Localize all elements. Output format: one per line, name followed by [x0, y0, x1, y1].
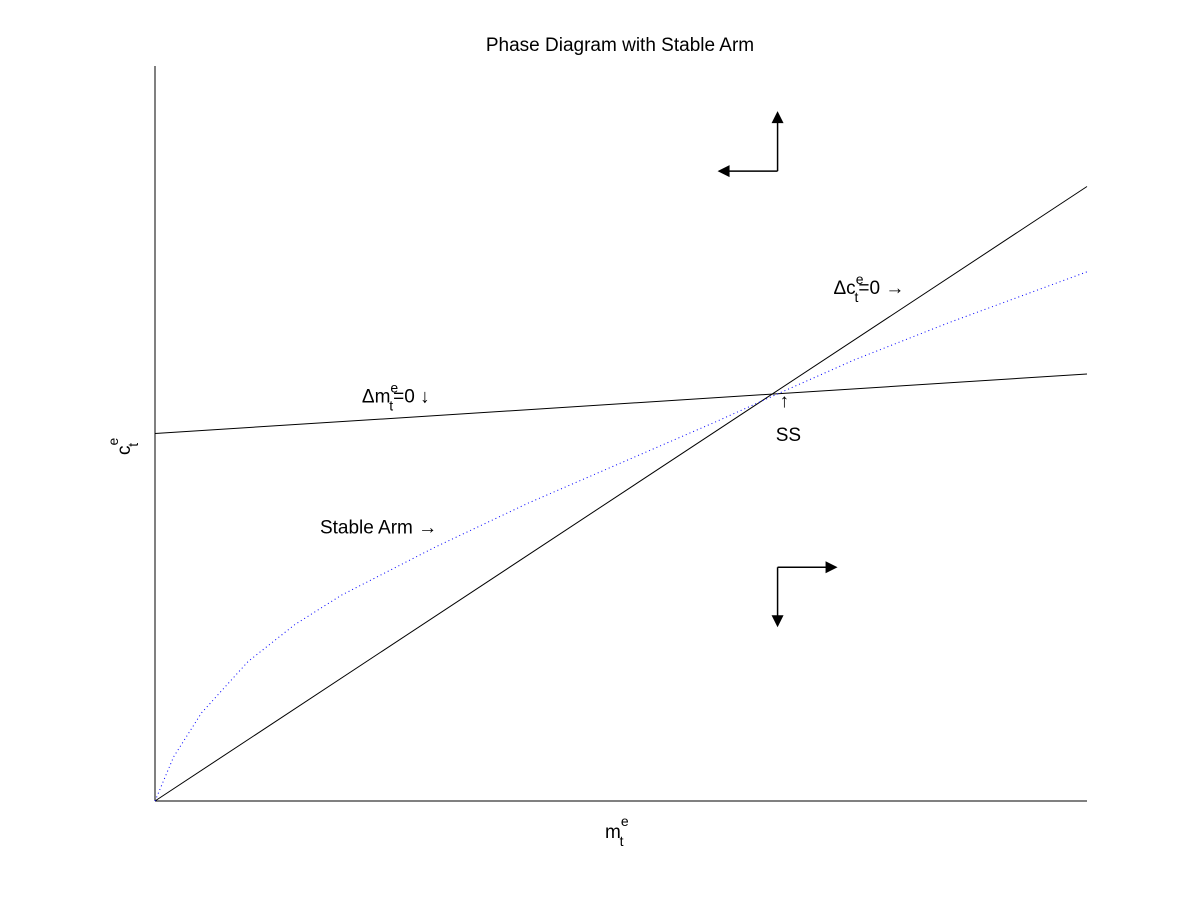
phase-arrowhead-1-down [771, 615, 784, 628]
phase-arrows [717, 111, 838, 628]
series-line-2 [154, 271, 1088, 802]
series-line-1 [154, 373, 1088, 434]
series-layer [154, 186, 1088, 802]
chart-title: Phase Diagram with Stable Arm [486, 35, 754, 56]
annotation-ss: SS [776, 425, 801, 446]
phase-arrowhead-0-left [717, 165, 730, 178]
annotation-arm: Stable Arm → [320, 517, 437, 538]
annotation-ss_arrow: ↑ [779, 391, 789, 412]
phase-arrowhead-0-up [771, 111, 784, 124]
phase-arrowhead-1-right [825, 561, 838, 574]
series-line-0 [154, 186, 1088, 802]
